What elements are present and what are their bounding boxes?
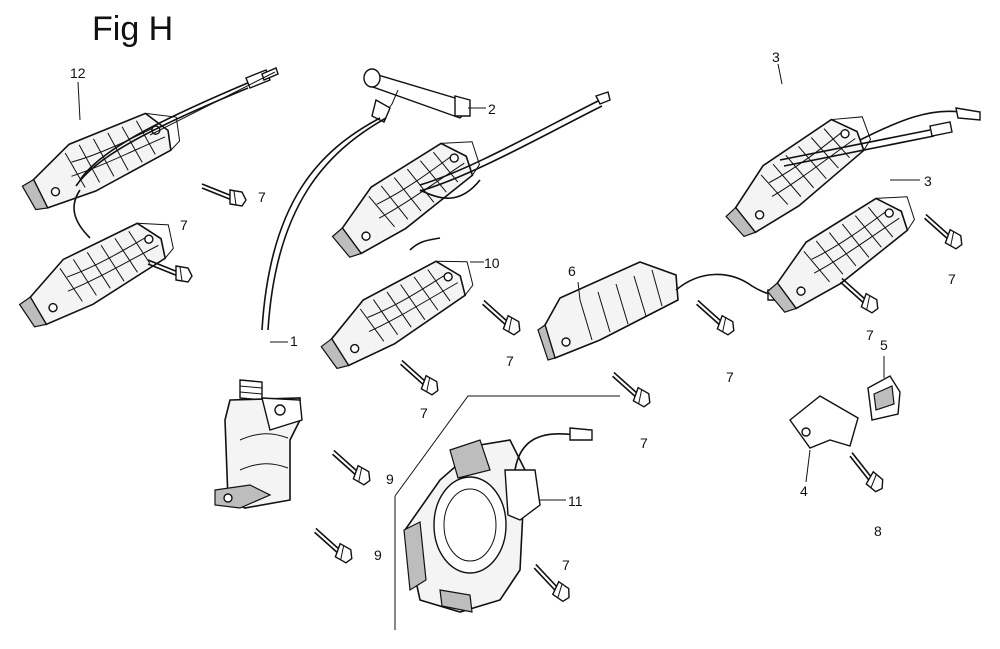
- bolt-7-3b: [833, 277, 885, 315]
- callout-7c: 7: [506, 353, 514, 369]
- figure-title: Fig H: [92, 10, 174, 48]
- coil-assembly-12-lower: [7, 216, 185, 330]
- wire-harness-12: [73, 67, 279, 239]
- callout-labels: 12 7 7 2 10 1 7 7 6 7 7 3 3 7 7 5 4 8 9 …: [70, 49, 956, 573]
- callout-12: 12: [70, 65, 86, 81]
- bolt-7-10a: [475, 299, 527, 337]
- exciter-coil-1: [214, 379, 303, 509]
- callout-9b: 9: [374, 547, 382, 563]
- bolt-7-6a: [689, 299, 741, 337]
- bolt-9b: [307, 527, 359, 565]
- center-wire: [419, 91, 611, 199]
- leader-lines: [77, 63, 920, 501]
- bolt-7-3: [917, 213, 969, 251]
- callout-7i: 7: [562, 557, 570, 573]
- callout-7e: 7: [726, 369, 734, 385]
- bolt-7-12: [201, 183, 247, 207]
- bolt-8: [840, 451, 891, 495]
- callout-7b: 7: [180, 217, 188, 233]
- callout-2: 2: [488, 101, 496, 117]
- callout-11: 11: [568, 493, 583, 509]
- bracket-4: [789, 395, 859, 449]
- callout-3a: 3: [772, 49, 780, 65]
- callout-3b: 3: [924, 173, 932, 189]
- coil-3-upper-wires: [779, 107, 981, 167]
- stator-11: [403, 427, 593, 613]
- callout-7a: 7: [258, 189, 266, 205]
- callout-8: 8: [874, 523, 882, 539]
- callout-7h: 7: [866, 327, 874, 343]
- callout-7d: 7: [420, 405, 428, 421]
- bolt-7-12b: [147, 259, 193, 283]
- coil-6: [537, 261, 793, 361]
- coil-assembly-12-upper: [13, 108, 188, 212]
- callout-4: 4: [800, 483, 808, 499]
- bolt-7-10b: [393, 359, 445, 397]
- bolt-7-6b: [605, 371, 657, 409]
- callout-10: 10: [484, 255, 500, 271]
- callout-7f: 7: [640, 435, 648, 451]
- callout-6: 6: [568, 263, 576, 279]
- callout-5: 5: [880, 337, 888, 353]
- callout-1: 1: [290, 333, 298, 349]
- coil-10: [307, 237, 486, 372]
- callout-9a: 9: [386, 471, 394, 487]
- ignition-coil-center: [314, 133, 496, 262]
- stator-frame: [394, 395, 620, 630]
- ignition-wire: [261, 98, 391, 331]
- callout-7g: 7: [948, 271, 956, 287]
- spark-plug-cap-2: [363, 68, 471, 119]
- grommet-5: [867, 375, 901, 421]
- bolt-9a: [325, 449, 377, 487]
